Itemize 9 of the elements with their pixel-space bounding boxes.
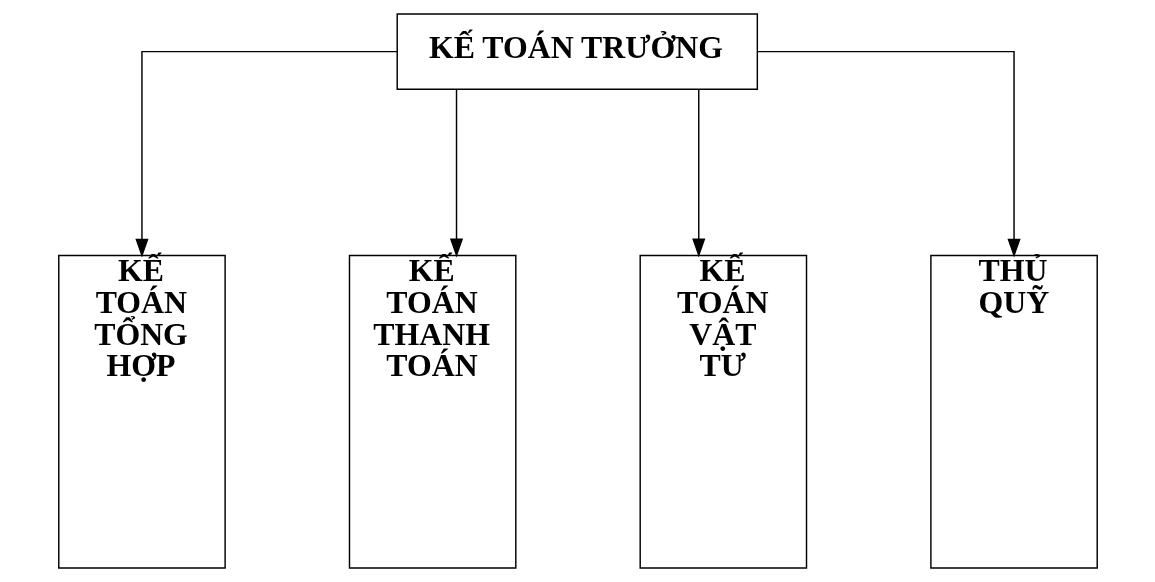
arrow [691, 88, 705, 258]
node-box: KẾ TOÁN THANH TOÁN [348, 254, 517, 569]
node-box: THỦ QUỸ [929, 254, 1098, 569]
arrow [756, 50, 1021, 258]
node-box: KẾ TOÁN TRƯỞNG [396, 13, 758, 90]
arrow [449, 88, 463, 258]
node-box: KẾ TOÁN TỔNG HỢP [57, 254, 226, 569]
arrow [134, 50, 398, 258]
node-box: KẾ TOÁN VẬT TƯ [638, 254, 807, 569]
